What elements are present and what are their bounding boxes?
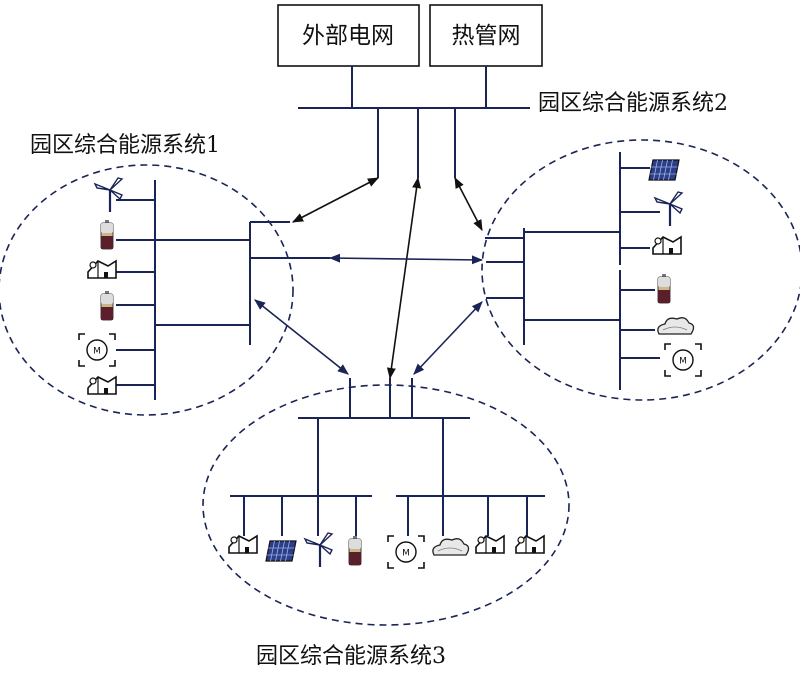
- system2-label: 园区综合能源系统2: [538, 91, 728, 116]
- external-grid-box: [277, 4, 420, 67]
- house-load-icon: [475, 535, 505, 554]
- system2-icons: [648, 159, 702, 377]
- central-bus: [298, 66, 530, 178]
- house-load-icon: [652, 236, 682, 255]
- system2-network: [485, 152, 660, 390]
- wind-turbine-icon: [93, 176, 124, 214]
- motor-icon: [664, 343, 702, 377]
- system1-icons: [78, 176, 124, 395]
- system2-boundary: [481, 139, 800, 401]
- wind-turbine-icon: [653, 190, 684, 228]
- system1-network: [116, 180, 330, 400]
- wind-turbine-icon: [303, 531, 334, 569]
- battery-icon: [100, 290, 114, 321]
- system3-network: [230, 378, 545, 536]
- gas-cloud-icon: [657, 317, 695, 335]
- house-load-icon: [228, 535, 258, 554]
- system3-label: 园区综合能源系统3: [256, 644, 446, 669]
- house-load-icon: [87, 260, 117, 279]
- solar-panel-icon: [265, 540, 297, 562]
- battery-icon: [348, 535, 362, 566]
- system3-boundary: [202, 384, 570, 626]
- system3-icons: [228, 531, 545, 569]
- battery-icon: [657, 273, 671, 304]
- system1-boundary: [0, 164, 294, 416]
- gas-cloud-icon: [432, 538, 470, 556]
- battery-icon: [100, 219, 114, 250]
- heat-network-label: 热管网: [452, 23, 521, 49]
- external-grid-label: 外部电网: [302, 23, 394, 49]
- house-load-icon: [87, 376, 117, 395]
- motor-icon: [78, 333, 116, 367]
- energy-flow-arrows: [254, 176, 484, 380]
- system1-label: 园区综合能源系统1: [30, 133, 220, 158]
- motor-icon: [387, 535, 425, 569]
- heat-network-box: [429, 4, 543, 67]
- solar-panel-icon: [648, 159, 680, 181]
- house-load-icon: [515, 535, 545, 554]
